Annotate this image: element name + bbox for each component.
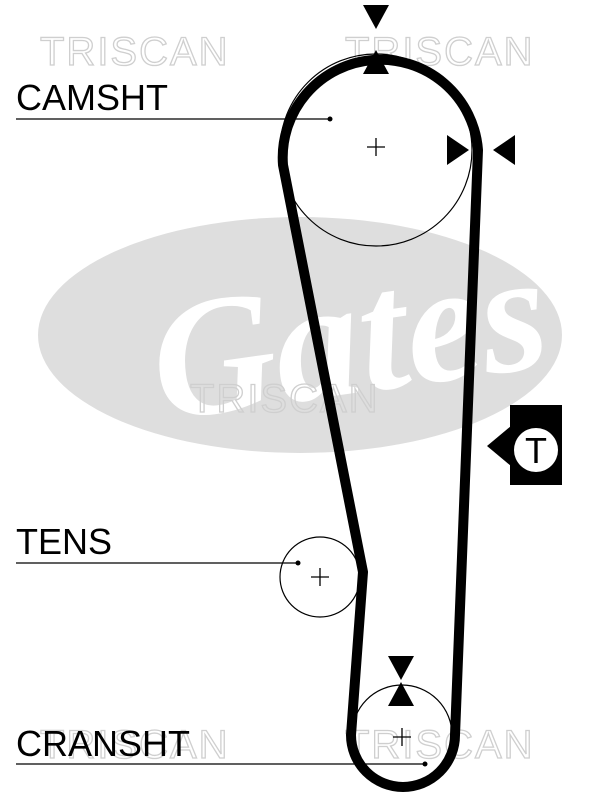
gates-logo: Gates — [38, 216, 562, 457]
timing-marks — [363, 5, 515, 706]
tensioner-label: TENS — [16, 521, 112, 562]
camshaft-leader-dot — [327, 116, 333, 122]
watermark: TRISCAN — [345, 723, 535, 767]
camshaft-label: CAMSHT — [16, 77, 168, 118]
timing-belt — [277, 54, 483, 792]
tension-measure-icon: T — [487, 405, 562, 485]
crankshaft-leader-dot — [422, 761, 428, 767]
crankshaft-label: CRANSHT — [16, 723, 190, 764]
center-marks — [311, 138, 411, 746]
watermark: TRISCAN — [40, 723, 230, 767]
watermark: TRISCAN — [190, 377, 380, 421]
tensioner-leader-dot — [295, 560, 301, 566]
logo-ellipse — [38, 217, 562, 453]
watermark: TRISCAN — [40, 30, 230, 74]
tension-marker-letter: T — [525, 430, 547, 471]
